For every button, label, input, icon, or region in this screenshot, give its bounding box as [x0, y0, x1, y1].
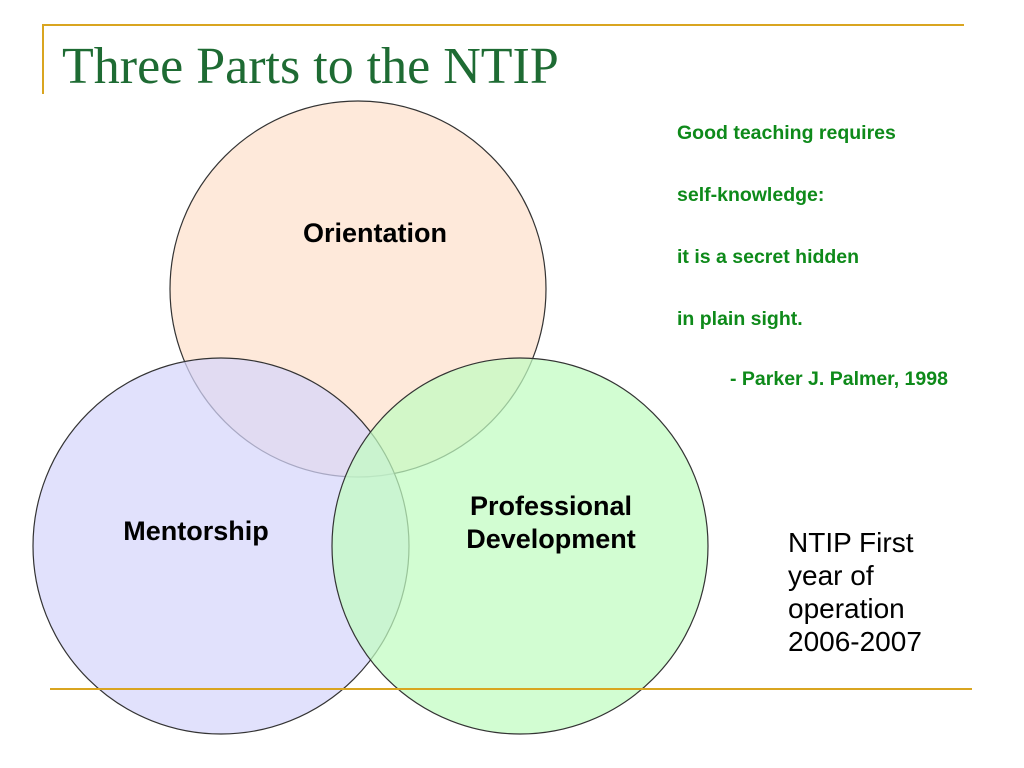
venn-label-line: Development	[466, 524, 636, 554]
quote-line: in plain sight.	[677, 308, 803, 330]
note-line: 2006-2007	[788, 626, 922, 657]
orientation-label: Orientation	[303, 218, 447, 248]
note-line: operation	[788, 593, 905, 624]
quote-line: it is a secret hidden	[677, 246, 860, 268]
palmer-quote: Good teaching requires self-knowledge: i…	[677, 118, 1022, 394]
title-rule-left	[42, 24, 44, 94]
title-rule-top	[42, 24, 964, 26]
venn-label-line: Professional	[470, 491, 632, 521]
note-line: NTIP First	[788, 527, 914, 558]
quote-line: Good teaching requires	[677, 122, 896, 144]
venn-label-line: Mentorship	[123, 516, 269, 546]
quote-attribution: - Parker J. Palmer, 1998	[730, 368, 948, 390]
mentorship-label: Mentorship	[123, 516, 269, 546]
quote-line: self-knowledge:	[677, 184, 825, 206]
slide-title: Three Parts to the NTIP	[62, 38, 559, 95]
note-line: year of	[788, 560, 874, 591]
professional-development-circle	[331, 357, 709, 735]
footer-rule	[50, 688, 972, 690]
venn-label-line: Orientation	[303, 218, 447, 248]
first-year-note: NTIP First year of operation 2006-2007	[788, 526, 978, 658]
